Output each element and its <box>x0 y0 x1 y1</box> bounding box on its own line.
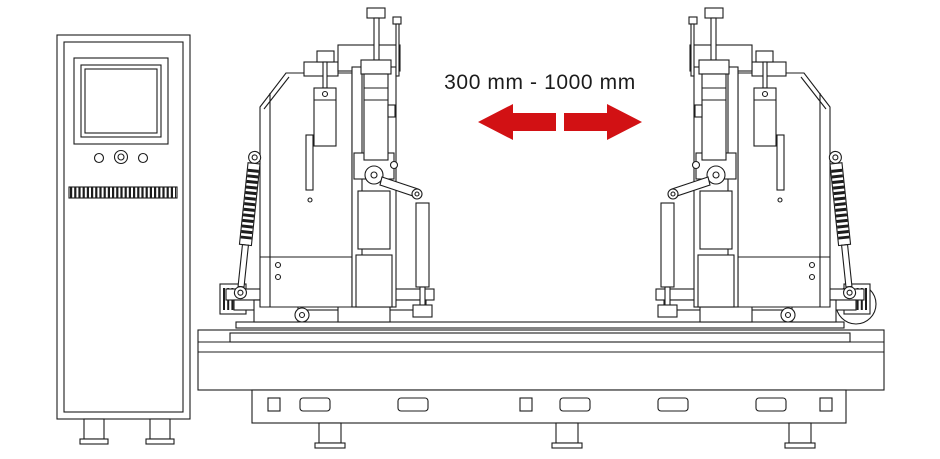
range-arrows <box>478 104 642 140</box>
cabinet-vent <box>68 186 178 199</box>
arrow-left-icon <box>478 104 556 140</box>
left-machining-head <box>220 8 434 322</box>
line-art-root <box>56 8 885 449</box>
arrow-right-icon <box>564 104 642 140</box>
upper-rail-bar <box>235 321 845 329</box>
cabinet-feet <box>79 418 175 445</box>
machine-foot <box>318 422 342 444</box>
panel-button <box>137 152 149 164</box>
range-label: 300 mm - 1000 mm <box>444 71 636 94</box>
base-skirt <box>251 389 847 424</box>
machine-foot <box>149 418 171 440</box>
panel-button <box>93 152 105 164</box>
control-cabinet <box>56 34 191 445</box>
machine-foot <box>555 422 579 444</box>
machine-foot <box>788 422 812 444</box>
base-feet <box>314 422 816 449</box>
workpiece-bar <box>229 332 851 343</box>
panel-buttons <box>93 149 149 165</box>
cabinet-front-panel <box>63 41 184 413</box>
machine-foot <box>83 418 105 440</box>
right-machining-head <box>656 8 870 322</box>
hmi-screen <box>73 57 169 145</box>
